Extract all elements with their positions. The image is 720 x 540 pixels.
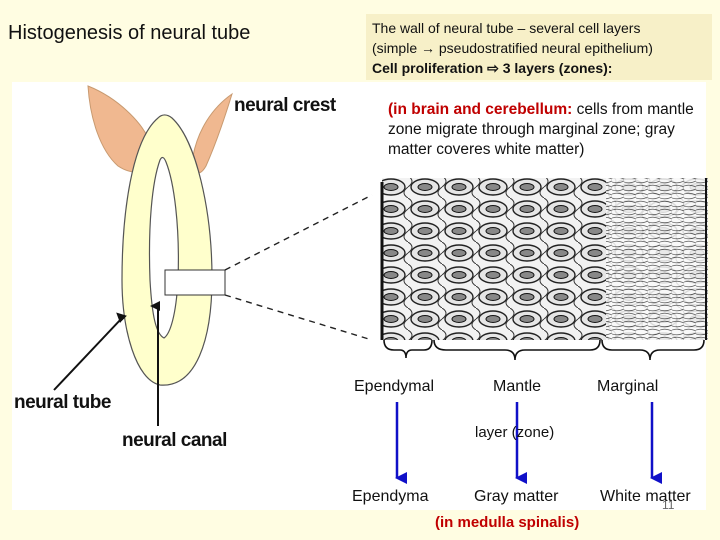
cell-layers-drawing bbox=[380, 178, 708, 340]
zone-brackets bbox=[383, 339, 705, 361]
gray-matter-label: Gray matter bbox=[474, 488, 559, 505]
mantle-zone-label: Mantle bbox=[493, 378, 542, 395]
zoom-line-bottom bbox=[224, 294, 373, 341]
neural-canal-label: neural canal bbox=[122, 430, 227, 451]
marginal-zone-label: Marginal bbox=[597, 378, 659, 395]
neural-tube-pointer bbox=[53, 312, 127, 391]
slide-title: Histogenesis of neural tube bbox=[8, 22, 251, 44]
neural-tube-wall bbox=[121, 114, 213, 386]
ependyma-label: Ependyma bbox=[352, 488, 429, 505]
info-line-epithelium: (simple → pseudostratified neural epithe… bbox=[372, 40, 653, 56]
neural-crest-right bbox=[191, 92, 233, 174]
info-line-layers: The wall of neural tube – several cell l… bbox=[372, 20, 641, 36]
medulla-spinalis-label: (in medulla spinalis) bbox=[435, 514, 580, 531]
note-text: cells from mantle zone migrate through m… bbox=[388, 101, 694, 158]
note-highlight: (in brain and cerebellum: bbox=[388, 101, 573, 118]
info-line-proliferation: Cell proliferation ⇨ 3 layers (zones): bbox=[372, 60, 613, 76]
white-matter-label: White matter bbox=[600, 488, 691, 505]
neural-tube-label: neural tube bbox=[14, 392, 111, 413]
brain-cerebellum-note: (in brain and cerebellum: cells from man… bbox=[388, 100, 708, 160]
info-box: The wall of neural tube – several cell l… bbox=[366, 14, 712, 80]
wall-section-highlight bbox=[164, 269, 226, 296]
zoom-line-top bbox=[224, 194, 373, 271]
ependymal-zone-label: Ependymal bbox=[354, 378, 435, 395]
neural-crest-label: neural crest bbox=[234, 95, 336, 116]
slide-number: 11 bbox=[662, 498, 675, 512]
layer-zone-label: layer (zone) bbox=[475, 424, 555, 441]
